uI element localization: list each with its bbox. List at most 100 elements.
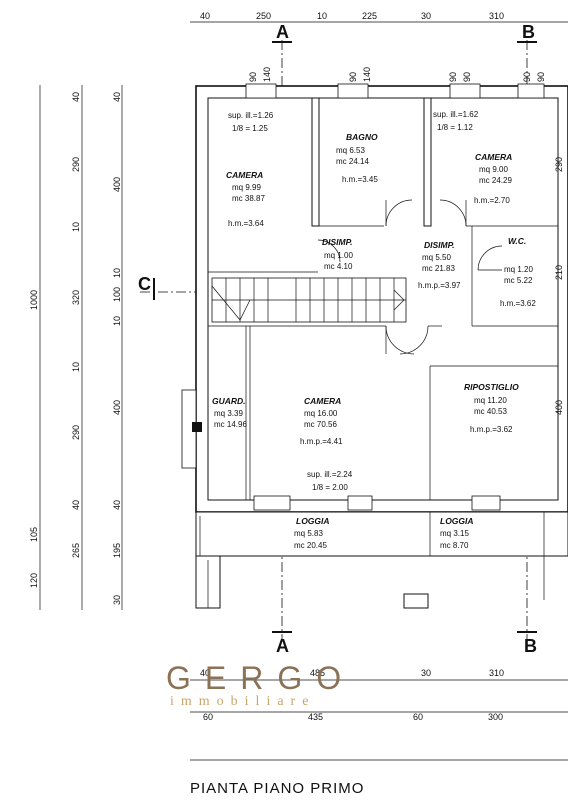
svg-text:DISIMP.: DISIMP.: [322, 237, 353, 247]
dim-left-total: 1000: [29, 290, 39, 310]
svg-text:mc 4.10: mc 4.10: [324, 262, 353, 271]
svg-text:210: 210: [554, 265, 564, 280]
svg-text:10: 10: [71, 362, 81, 372]
room-camera-1: sup. ill.=1.26 1/8 = 1.25 CAMERA mq 9.99…: [226, 111, 274, 228]
svg-text:mc 24.29: mc 24.29: [479, 176, 512, 185]
svg-text:1/8 = 1.12: 1/8 = 1.12: [437, 123, 473, 132]
svg-text:h.m.=3.62: h.m.=3.62: [500, 299, 536, 308]
svg-text:mc 20.45: mc 20.45: [294, 541, 327, 550]
svg-text:40: 40: [71, 92, 81, 102]
svg-text:mq 3.15: mq 3.15: [440, 529, 469, 538]
room-loggia-2: LOGGIA mq 3.15 mc 8.70: [440, 516, 474, 550]
left-dimensions-b: 40 400 10 100 10 400 40 195 30: [112, 92, 122, 605]
svg-text:mq 9.99: mq 9.99: [232, 183, 261, 192]
doors: [317, 199, 503, 355]
svg-text:mq 3.39: mq 3.39: [214, 409, 243, 418]
room-bagno: BAGNO mq 6.53 mc 24.14 h.m.=3.45: [336, 132, 378, 184]
svg-text:mq 1.20: mq 1.20: [504, 265, 533, 274]
room-loggia-1: LOGGIA mq 5.83 mc 20.45: [294, 516, 330, 550]
plan-title: PIANTA PIANO PRIMO: [190, 780, 365, 797]
svg-text:W.C.: W.C.: [508, 236, 526, 246]
svg-text:h.m.=2.70: h.m.=2.70: [474, 196, 510, 205]
svg-text:310: 310: [489, 668, 504, 678]
svg-text:mq 1.00: mq 1.00: [324, 251, 353, 260]
svg-text:60: 60: [413, 712, 423, 722]
agency-logo: GERGO immobiliare: [150, 608, 422, 736]
svg-text:100: 100: [112, 287, 122, 302]
svg-text:RIPOSTIGLIO: RIPOSTIGLIO: [464, 382, 519, 392]
svg-text:sup. ill.=1.26: sup. ill.=1.26: [228, 111, 274, 120]
svg-text:CAMERA: CAMERA: [475, 152, 512, 162]
room-wc: W.C. mq 1.20 mc 5.22 h.m.=3.62: [500, 236, 536, 308]
svg-text:sup. ill.=2.24: sup. ill.=2.24: [307, 470, 353, 479]
svg-text:10: 10: [112, 268, 122, 278]
svg-text:400: 400: [112, 177, 122, 192]
svg-text:90: 90: [248, 72, 258, 82]
svg-text:1/8 = 2.00: 1/8 = 2.00: [312, 483, 348, 492]
dim-top-3: 10: [317, 11, 327, 21]
svg-text:120: 120: [29, 573, 39, 588]
room-disimp-2: DISIMP. mq 5.50 mc 21.83 h.m.p.=3.97: [418, 240, 461, 290]
svg-text:90: 90: [462, 72, 472, 82]
bottom-dimensions: 40 485 30 310 60 435 60 300: [200, 668, 504, 722]
svg-text:400: 400: [554, 400, 564, 415]
room-disimp-1: DISIMP. mq 1.00 mc 4.10: [322, 237, 353, 271]
svg-text:265: 265: [71, 543, 81, 558]
svg-text:290: 290: [71, 425, 81, 440]
svg-text:290: 290: [71, 157, 81, 172]
svg-text:140: 140: [362, 67, 372, 82]
room-guardaroba: GUARD. mq 3.39 mc 14.96: [212, 396, 247, 429]
svg-text:30: 30: [421, 668, 431, 678]
svg-text:485: 485: [310, 668, 325, 678]
svg-text:sup. ill.=1.62: sup. ill.=1.62: [433, 110, 479, 119]
section-label-c: C: [138, 274, 151, 294]
svg-text:290: 290: [554, 157, 564, 172]
svg-text:10: 10: [71, 222, 81, 232]
svg-text:mq 5.83: mq 5.83: [294, 529, 323, 538]
svg-text:60: 60: [203, 712, 213, 722]
svg-text:105: 105: [29, 527, 39, 542]
svg-text:140: 140: [262, 67, 272, 82]
svg-text:mc 38.87: mc 38.87: [232, 194, 265, 203]
svg-text:mq 16.00: mq 16.00: [304, 409, 338, 418]
windows-top: 90 140 90 140 90 90 90 90: [245, 67, 546, 99]
logo-main-text: GERGO: [166, 660, 356, 696]
svg-text:h.m.p.=3.62: h.m.p.=3.62: [470, 425, 513, 434]
svg-text:90: 90: [348, 72, 358, 82]
svg-text:90: 90: [448, 72, 458, 82]
svg-text:mc 14.96: mc 14.96: [214, 420, 247, 429]
svg-text:h.m.p.=4.41: h.m.p.=4.41: [300, 437, 343, 446]
svg-text:30: 30: [112, 595, 122, 605]
staircase: [211, 277, 407, 323]
dim-top-4: 225: [362, 11, 377, 21]
svg-text:40: 40: [71, 500, 81, 510]
svg-text:40: 40: [112, 92, 122, 102]
svg-text:90: 90: [536, 72, 546, 82]
top-dimensions: 40 250 10 225 30 310: [200, 11, 504, 21]
left-dimensions-a: 40 290 10 320 10 290 40 105 265 120: [29, 92, 81, 588]
svg-text:LOGGIA: LOGGIA: [296, 516, 330, 526]
svg-text:40: 40: [200, 668, 210, 678]
room-camera-3: CAMERA mq 16.00 mc 70.56 h.m.p.=4.41 sup…: [300, 396, 353, 492]
dim-top-6: 310: [489, 11, 504, 21]
flue: [192, 422, 202, 432]
svg-text:40: 40: [112, 500, 122, 510]
dim-top-1: 40: [200, 11, 210, 21]
svg-text:mq 5.50: mq 5.50: [422, 253, 451, 262]
svg-text:400: 400: [112, 400, 122, 415]
svg-text:mc 70.56: mc 70.56: [304, 420, 337, 429]
svg-text:BAGNO: BAGNO: [346, 132, 378, 142]
svg-text:mc 5.22: mc 5.22: [504, 276, 533, 285]
room-ripostiglio: RIPOSTIGLIO mq 11.20 mc 40.53 h.m.p.=3.6…: [464, 382, 519, 434]
room-camera-2: sup. ill.=1.62 1/8 = 1.12 CAMERA mq 9.00…: [433, 110, 512, 205]
svg-text:mc 40.53: mc 40.53: [474, 407, 507, 416]
dim-top-5: 30: [421, 11, 431, 21]
svg-text:mq 11.20: mq 11.20: [474, 396, 507, 405]
svg-text:90: 90: [522, 72, 532, 82]
svg-text:DISIMP.: DISIMP.: [424, 240, 455, 250]
svg-text:mq 6.53: mq 6.53: [336, 146, 365, 155]
section-label-b-top: B: [522, 22, 535, 42]
svg-text:mc 24.14: mc 24.14: [336, 157, 369, 166]
svg-text:mc 8.70: mc 8.70: [440, 541, 469, 550]
